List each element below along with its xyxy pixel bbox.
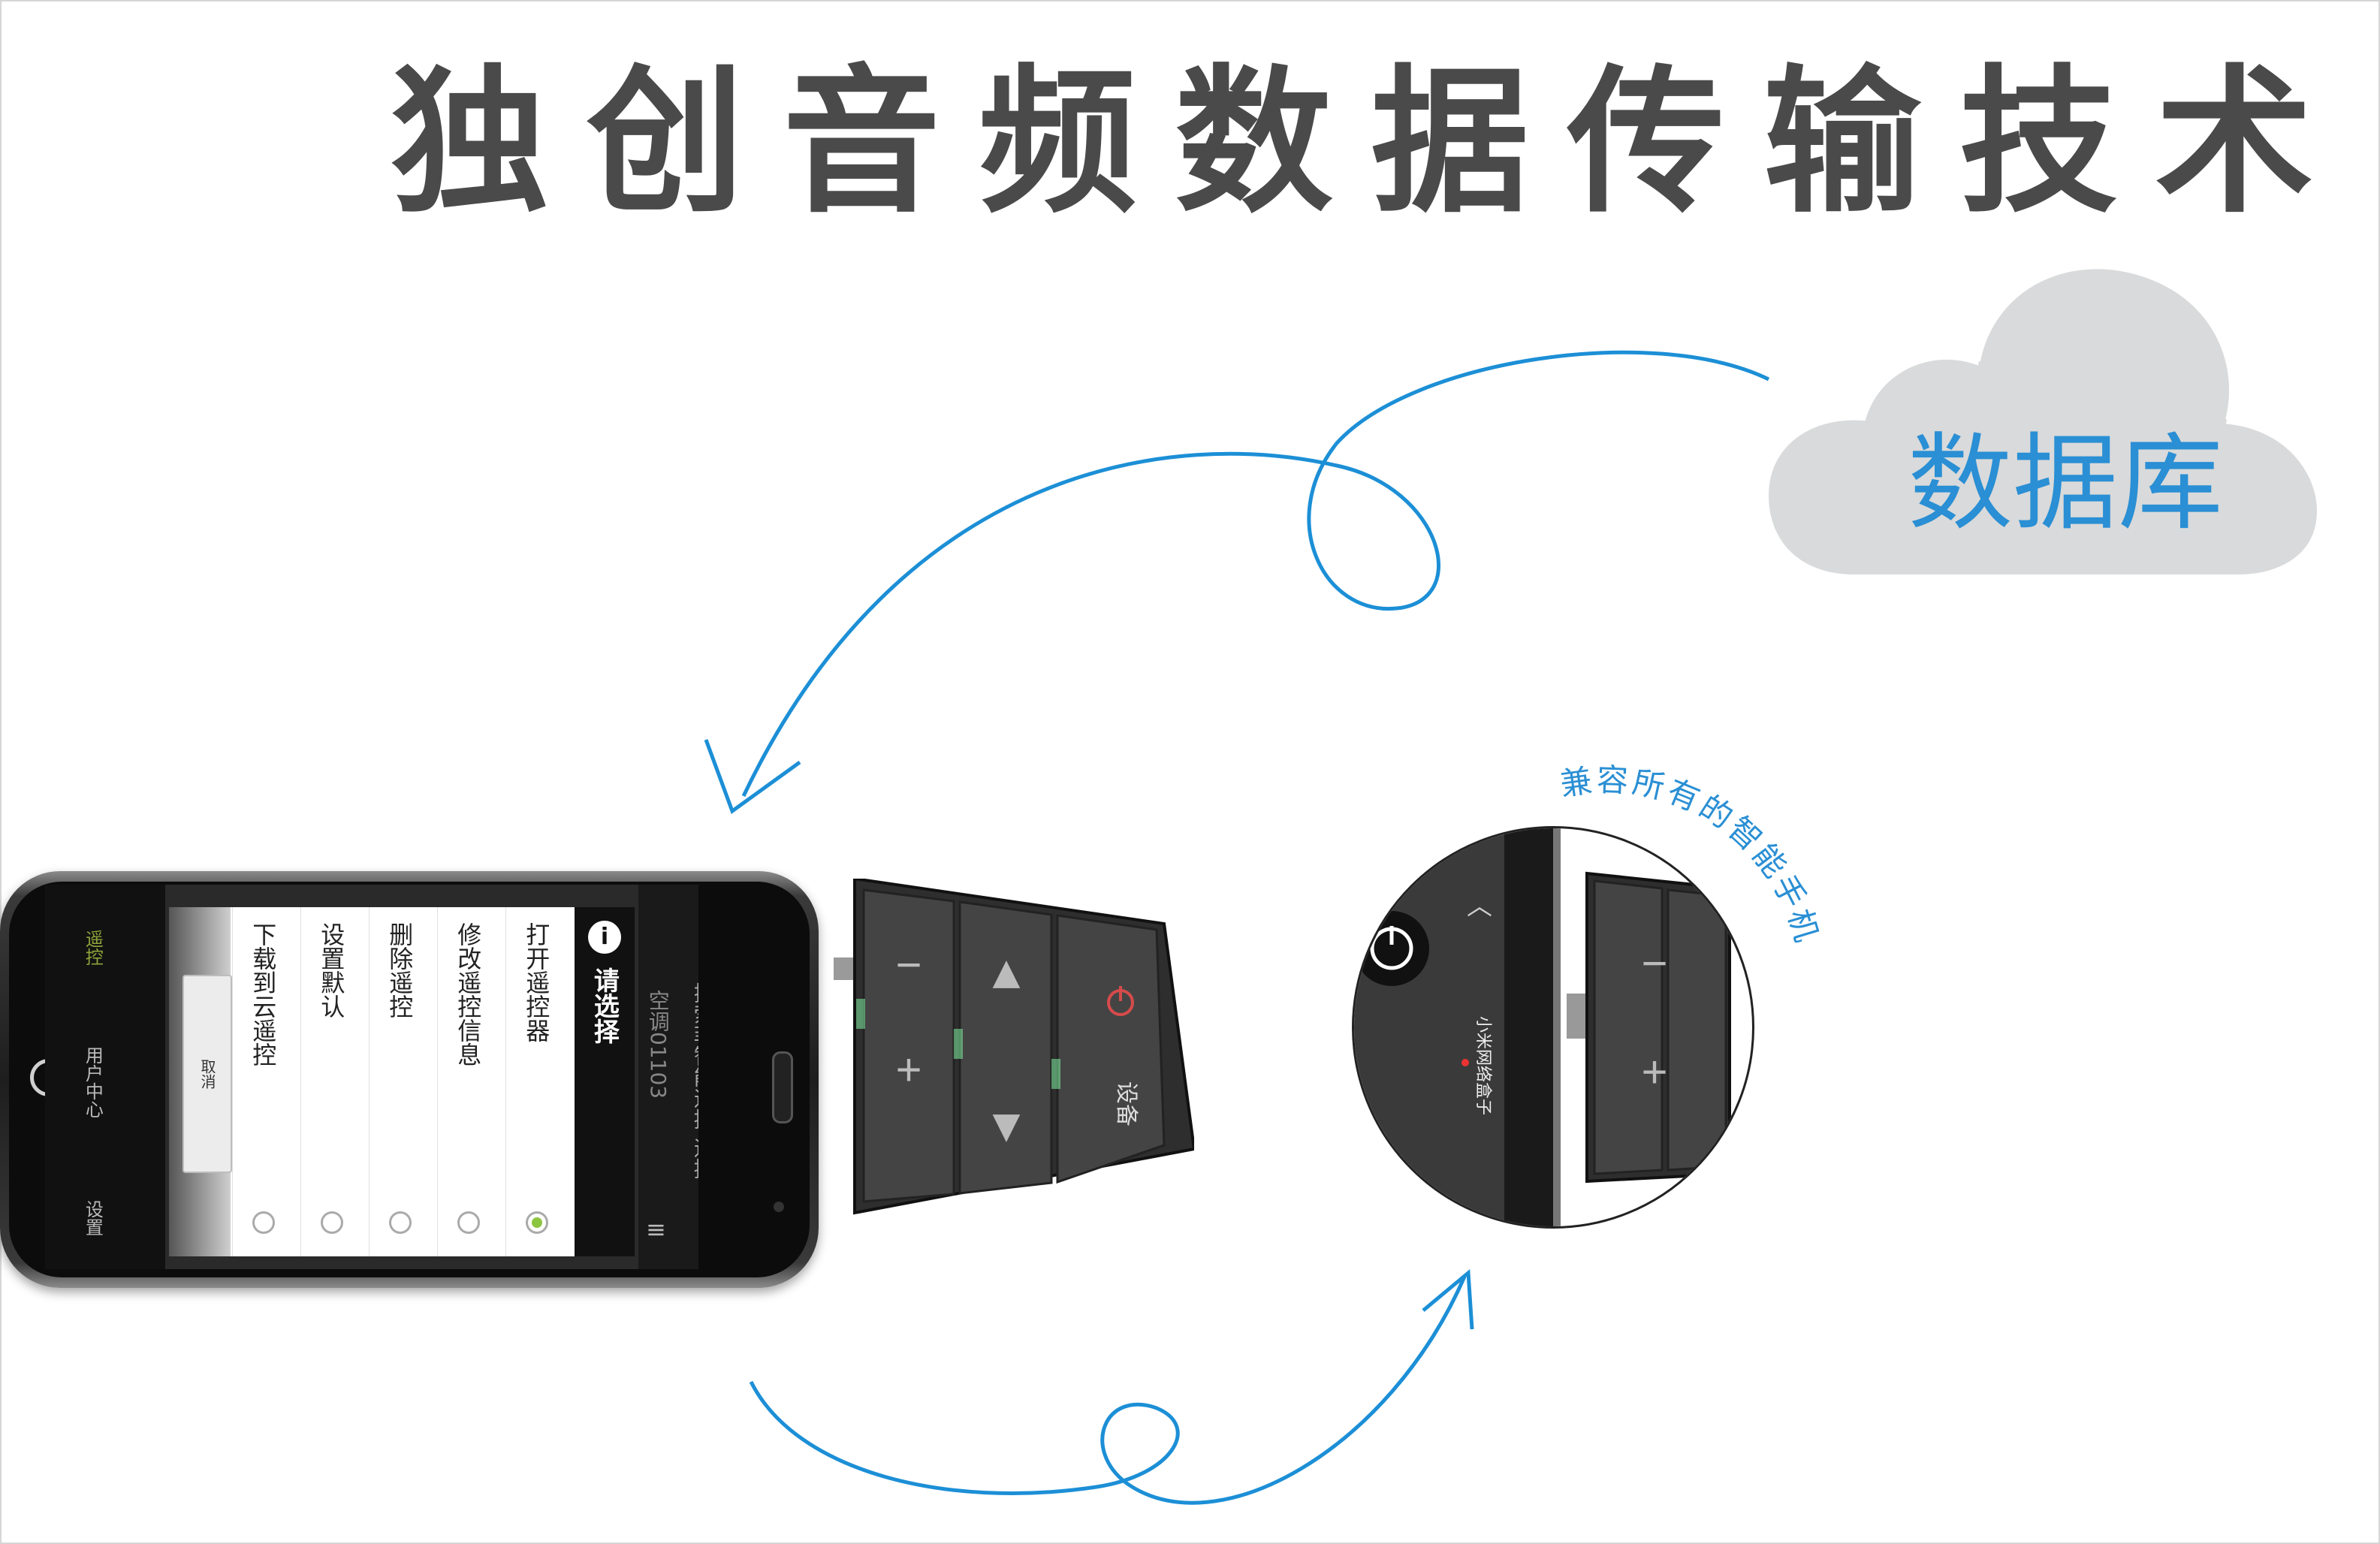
zoom-chevron-icon: ︿	[1467, 891, 1492, 921]
zoom-remote-panel	[1593, 879, 1664, 1175]
menu-icon[interactable]: ≡	[646, 1215, 666, 1244]
dialog-footer: 取消	[169, 907, 232, 1256]
phone-screen: 遥控 用户中心 设置 取消 下载到云遥控 设置默认 删除遥控 修改遥控信息 打开…	[45, 885, 698, 1269]
headline-char: 输	[1763, 50, 1921, 234]
hinge-indicator	[1051, 1059, 1060, 1089]
remote-panel-right	[1056, 914, 1166, 1184]
radio-icon[interactable]	[457, 1211, 480, 1234]
cancel-button[interactable]: 取消	[182, 975, 232, 1173]
power-icon[interactable]	[1107, 986, 1134, 1016]
cloud-label: 数据库	[1907, 423, 2223, 545]
dialog-option[interactable]: 设置默认	[300, 907, 366, 1256]
minus-button[interactable]: −	[895, 939, 922, 990]
zoom-scene: ︿ 小米网络盒子 − +	[1354, 828, 1731, 1226]
headline-char: 独	[391, 50, 549, 234]
arrow-cloud-to-phone	[741, 350, 1770, 798]
dialog-header: i 请选择	[575, 907, 635, 1256]
headline-char: 频	[979, 50, 1137, 234]
zoom-phone-rim	[1553, 828, 1561, 1226]
dialog-option[interactable]: 删除遥控	[369, 907, 434, 1256]
radio-selected-icon[interactable]	[526, 1211, 548, 1234]
info-icon: i	[588, 921, 621, 954]
app-header	[638, 885, 698, 1269]
dialog-option[interactable]: 修改遥控信息	[437, 907, 502, 1256]
option-label: 打开遥控器	[522, 922, 551, 1042]
cloud-icon	[1765, 258, 2321, 582]
down-arrow-button[interactable]: ▼	[993, 1105, 1021, 1147]
headline-char: 音	[783, 50, 941, 234]
radio-icon[interactable]	[252, 1211, 275, 1234]
remote-panel-left	[862, 888, 955, 1203]
zoom-detail: ︿ 小米网络盒子 − +	[1352, 826, 1754, 1229]
radio-icon[interactable]	[321, 1211, 343, 1234]
cancel-label: 取消	[198, 1059, 216, 1089]
camera-dot	[774, 1202, 784, 1212]
remote-panel-mid	[958, 900, 1053, 1195]
zoom-minus-button[interactable]: −	[1641, 938, 1667, 988]
nav-item-remote[interactable]: 遥控	[82, 930, 104, 966]
headline-char: 据	[1371, 50, 1529, 234]
arrow-head-phone	[704, 739, 801, 814]
nav-item-user-center[interactable]: 用户中心	[82, 1046, 104, 1118]
status-dot	[1461, 1059, 1469, 1066]
select-dialog: 取消 下载到云遥控 设置默认 删除遥控 修改遥控信息 打开遥控器 i 请选择	[169, 907, 635, 1256]
device-name: 空调01103	[645, 990, 671, 1099]
plus-button[interactable]: +	[895, 1045, 922, 1095]
option-label: 设置默认	[317, 922, 346, 1018]
zoom-phone-edge	[1504, 828, 1557, 1226]
headline-char: 传	[1567, 50, 1725, 234]
nav-item-settings[interactable]: 设置	[82, 1200, 104, 1236]
zoom-remote-panel	[1667, 888, 1727, 1172]
headline: 独 创 音 频 数 据 传 输 技 术	[391, 53, 2313, 233]
headline-char: 术	[2155, 50, 2313, 234]
option-label: 修改遥控信息	[454, 922, 483, 1066]
speaker-grille	[772, 1051, 793, 1123]
zoom-plus-button[interactable]: +	[1641, 1047, 1667, 1097]
dialog-title: 请选择	[589, 967, 620, 1044]
headline-char: 创	[587, 50, 745, 234]
zoom-box-label: 小米网络盒子	[1474, 1016, 1492, 1115]
headline-char: 数	[1175, 50, 1333, 234]
arrow-phone-to-device	[749, 1276, 1467, 1505]
dialog-option[interactable]: 下载到云遥控	[232, 907, 297, 1256]
option-label: 下载到云遥控	[249, 922, 278, 1066]
dialog-option-selected[interactable]: 打开遥控器	[505, 907, 571, 1256]
device-label: 设备	[1113, 1081, 1139, 1126]
hinge-indicator	[856, 999, 865, 1029]
up-arrow-button[interactable]: ▲	[993, 951, 1021, 993]
side-nav: 遥控 用户中心 设置	[45, 885, 165, 1269]
radio-icon[interactable]	[389, 1211, 412, 1234]
remote-module: − + ▲ ▼ 设备	[834, 879, 1194, 1215]
headline-char: 技	[1959, 50, 2117, 234]
app-title: 探索菲智能遥控-遥控	[690, 982, 698, 1180]
hinge-indicator	[954, 1029, 963, 1059]
arrow-head-device	[1422, 1268, 1474, 1330]
option-label: 删除遥控	[385, 922, 415, 1018]
